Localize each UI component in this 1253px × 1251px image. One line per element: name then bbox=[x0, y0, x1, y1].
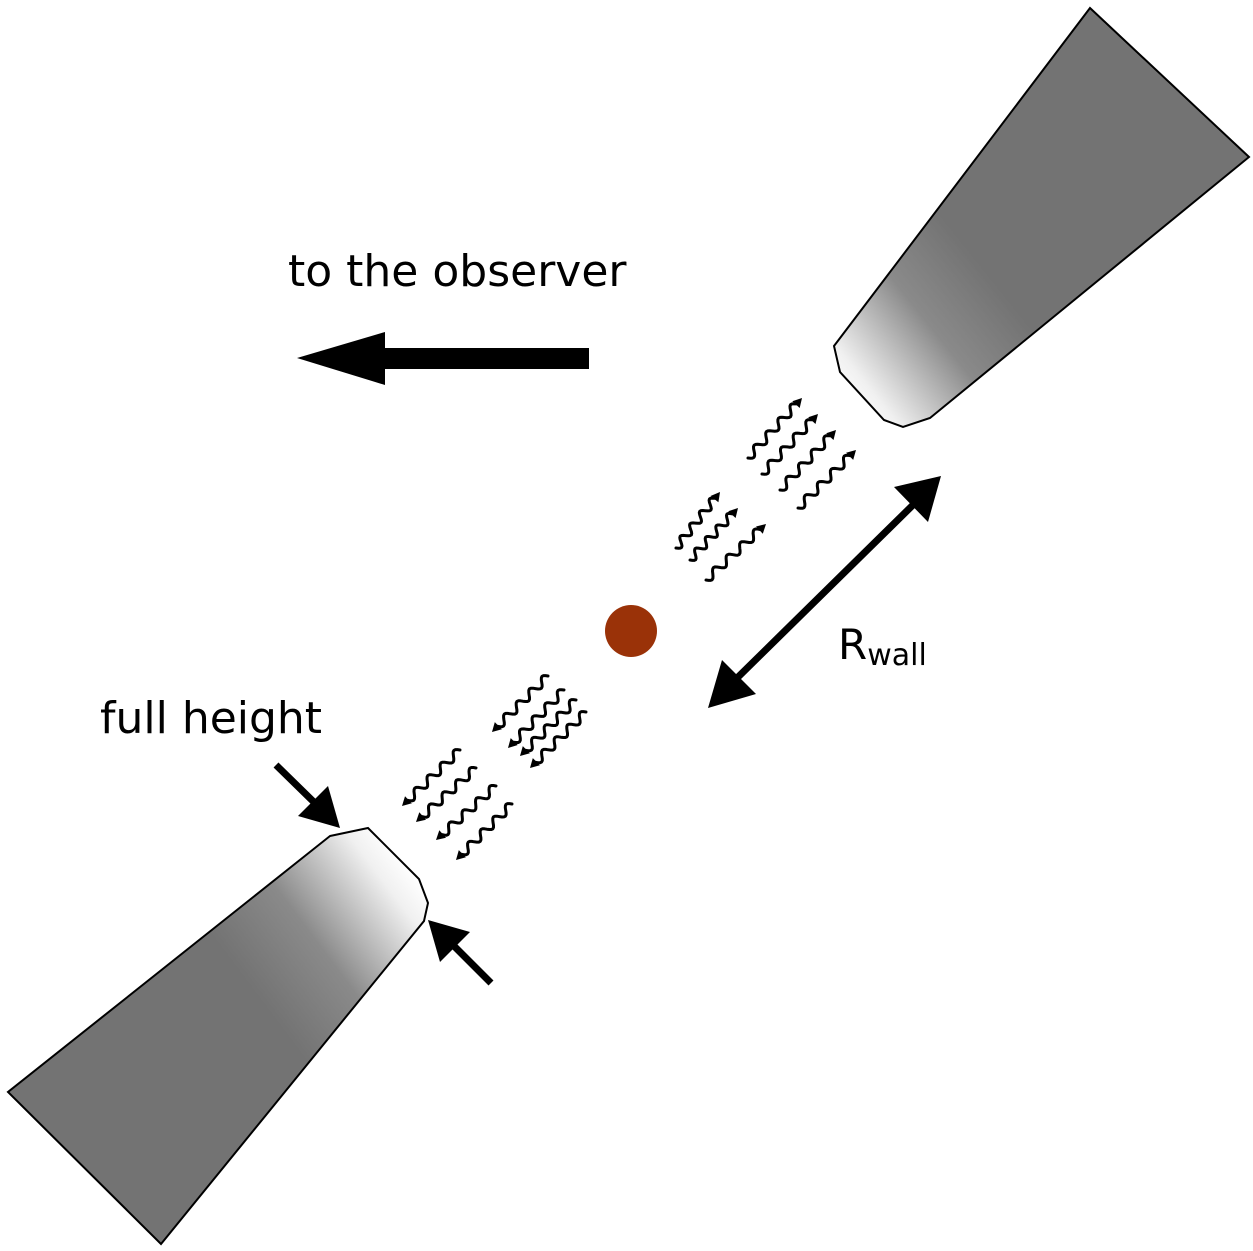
radiation-wave bbox=[534, 710, 588, 765]
full-height-top-arrow bbox=[273, 762, 340, 828]
radiation-wave-head bbox=[416, 812, 426, 822]
radiation-wave bbox=[496, 674, 550, 729]
radiation-wave-head bbox=[756, 524, 766, 534]
radiation-wave bbox=[688, 512, 735, 562]
radiation-wave-head bbox=[530, 758, 540, 768]
full-height-bottom-arrow bbox=[428, 920, 494, 986]
lower-disk-wall bbox=[6, 826, 430, 1246]
r-wall-arrow bbox=[708, 476, 941, 708]
radiation-wave bbox=[460, 802, 514, 857]
radiation-wave bbox=[760, 418, 814, 476]
radiation-wave-head bbox=[520, 746, 530, 756]
radiation-wave bbox=[440, 784, 498, 837]
radiation-wave-head bbox=[728, 508, 738, 518]
radiation-wave-head bbox=[710, 492, 720, 503]
radiation-wave bbox=[746, 402, 799, 460]
central-star bbox=[605, 605, 657, 657]
radiation-wave-head bbox=[826, 430, 836, 440]
radiation-wave bbox=[420, 766, 478, 819]
full-height-label: full height bbox=[100, 693, 322, 744]
radiation-wave bbox=[704, 527, 762, 582]
observer-arrow bbox=[297, 332, 589, 385]
radiation-wave-head bbox=[436, 830, 446, 840]
upper-disk-wall bbox=[832, 6, 1251, 429]
radiation-wave bbox=[796, 453, 852, 510]
r-wall-main: R bbox=[838, 620, 867, 669]
radiation-wave-head bbox=[492, 722, 502, 732]
r-wall-subscript: wall bbox=[867, 638, 927, 673]
radiation-wave-head bbox=[808, 414, 818, 424]
radiation-wave-head bbox=[792, 398, 802, 408]
radiation-wave bbox=[512, 688, 566, 744]
radiation-wave-head bbox=[846, 450, 856, 460]
radiation-wave bbox=[406, 748, 462, 803]
radiation-wave-head bbox=[402, 796, 412, 806]
radiation-wave-head bbox=[508, 738, 518, 748]
observer-label: to the observer bbox=[288, 246, 627, 297]
radiation-waves bbox=[402, 398, 856, 860]
radiation-wave bbox=[674, 496, 717, 550]
radiation-wave bbox=[524, 698, 578, 753]
r-wall-label: Rwall bbox=[838, 620, 927, 673]
radiation-wave bbox=[778, 434, 832, 492]
radiation-wave-head bbox=[456, 850, 466, 860]
